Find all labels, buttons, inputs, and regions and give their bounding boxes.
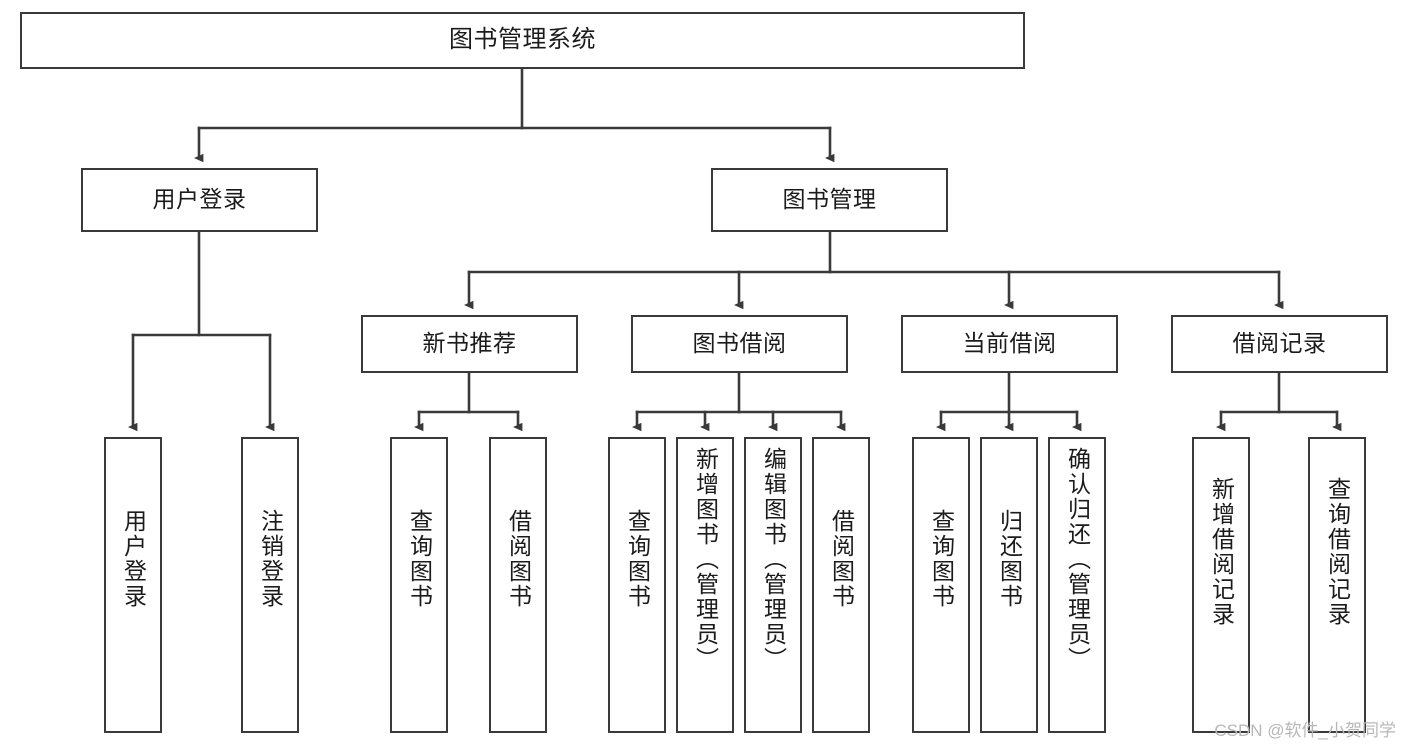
node-label: 查询图书 [406,509,433,609]
node-book-borrow[interactable]: 图书借阅 [631,315,848,373]
node-leaf-edit-book[interactable]: 编辑图书（管理员） [744,437,802,733]
node-leaf-add-book[interactable]: 新增图书（管理员） [676,437,734,733]
node-leaf-query-book-3[interactable]: 查询图书 [912,437,970,733]
node-user-login[interactable]: 用户登录 [81,168,318,232]
node-label: 新书推荐 [422,330,517,357]
node-leaf-query-book-1[interactable]: 查询图书 [390,437,448,733]
csdn-watermark: CSDN @软件_小贺同学 [1214,721,1396,740]
node-leaf-query-borrow-record[interactable]: 查询借阅记录 [1308,437,1366,733]
node-label: 图书借阅 [692,330,787,357]
node-label: 确认归还（管理员） [1064,447,1091,672]
node-leaf-user-login[interactable]: 用户登录 [104,437,162,733]
node-leaf-borrow-book-1[interactable]: 借阅图书 [489,437,547,733]
node-leaf-confirm-return[interactable]: 确认归还（管理员） [1048,437,1106,733]
node-label: 当前借阅 [962,330,1057,357]
node-label: 借阅记录 [1232,330,1327,357]
node-label: 查询借阅记录 [1324,477,1351,627]
node-leaf-add-borrow-record[interactable]: 新增借阅记录 [1192,437,1250,733]
node-leaf-return-book[interactable]: 归还图书 [980,437,1038,733]
node-label: 借阅图书 [828,509,855,609]
node-book-management[interactable]: 图书管理 [711,168,948,232]
node-label: 编辑图书（管理员） [760,447,787,672]
node-label: 新增图书（管理员） [692,447,719,672]
node-leaf-borrow-book-2[interactable]: 借阅图书 [812,437,870,733]
node-new-book-recommend[interactable]: 新书推荐 [361,315,578,373]
node-label: 查询图书 [624,509,651,609]
node-label: 查询图书 [928,509,955,609]
node-label: 用户登录 [120,509,147,609]
node-root-book-management-system[interactable]: 图书管理系统 [20,12,1025,69]
node-label: 新增借阅记录 [1208,477,1235,627]
node-label: 归还图书 [996,509,1023,609]
node-label: 用户登录 [152,186,247,213]
node-leaf-user-logout[interactable]: 注销登录 [241,437,299,733]
node-current-borrow[interactable]: 当前借阅 [901,315,1118,373]
node-leaf-query-book-2[interactable]: 查询图书 [608,437,666,733]
node-label: 借阅图书 [505,509,532,609]
node-label: 注销登录 [257,509,284,609]
node-label: 图书管理系统 [449,26,596,54]
node-borrow-record[interactable]: 借阅记录 [1171,315,1388,373]
node-label: 图书管理 [782,186,877,213]
